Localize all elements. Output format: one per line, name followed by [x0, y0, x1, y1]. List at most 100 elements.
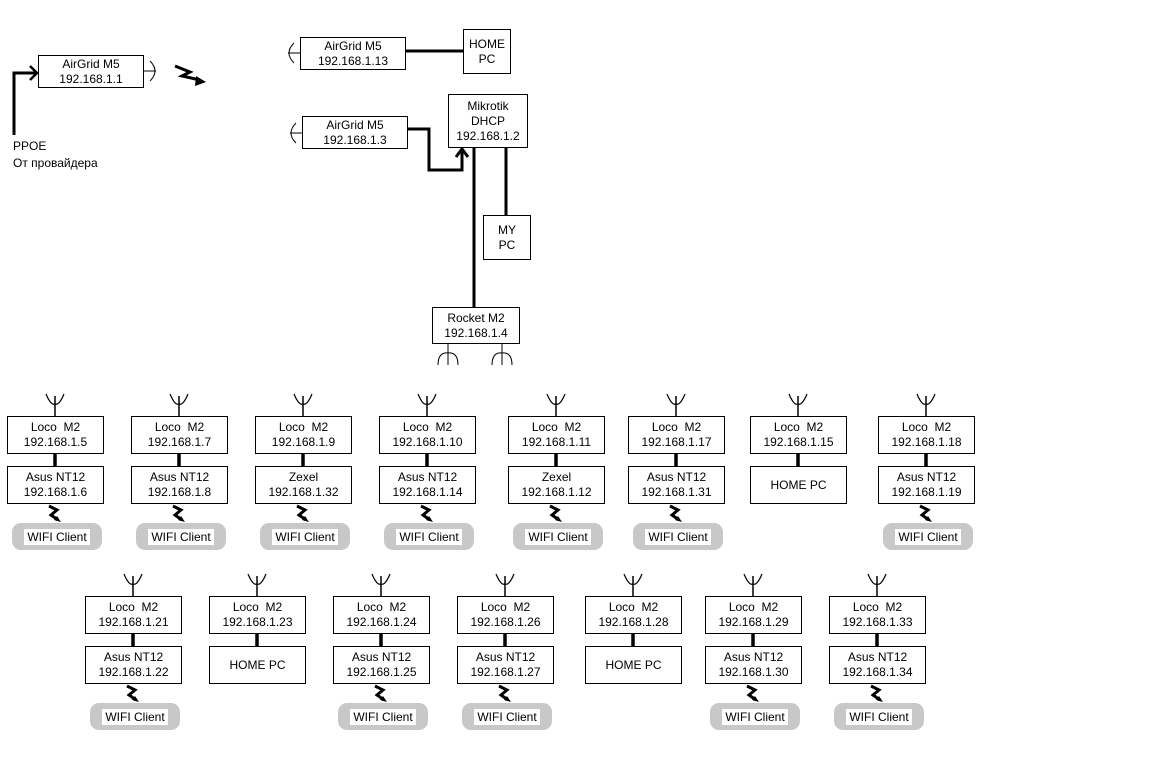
device-label-line: Zexel	[288, 470, 319, 484]
device-label-line: 192.168.1.31	[641, 485, 712, 499]
wifi-client-node[interactable]: WIFI Client	[513, 523, 603, 550]
device-label-line: Zexel	[541, 470, 572, 484]
wireless-link-icon	[420, 504, 432, 522]
home-pc-node[interactable]: HOME PC	[585, 646, 682, 684]
wifi-client-label: WIFI Client	[350, 708, 416, 725]
wifi-client-node[interactable]: WIFI Client	[883, 523, 973, 550]
device-label-line: 192.168.1.26	[470, 615, 541, 629]
device-label-line: Loco M2	[901, 420, 952, 434]
device-label-line: Mikrotik	[467, 98, 509, 113]
wifi-client-node[interactable]: WIFI Client	[710, 703, 800, 730]
wifi-client-node[interactable]: WIFI Client	[136, 523, 226, 550]
home-pc-node[interactable]: HOME PC	[750, 466, 847, 504]
device-label-line: 192.168.1.7	[147, 435, 212, 449]
wifi-client-label: WIFI Client	[102, 708, 168, 725]
device-label-line: 192.168.1.9	[271, 435, 336, 449]
wifi-client-node[interactable]: WIFI Client	[633, 523, 723, 550]
wireless-link-icon	[549, 504, 561, 522]
device-label-line: Loco M2	[480, 600, 531, 614]
wifi-client-node[interactable]: WIFI Client	[260, 523, 350, 550]
device-label-line: Loco M2	[773, 420, 824, 434]
wireless-link-icon	[302, 516, 309, 522]
device-label-line: 192.168.1.21	[98, 615, 169, 629]
wireless-link-icon	[374, 684, 386, 702]
antenna-icon	[417, 393, 437, 405]
wireless-link-icon	[178, 516, 185, 522]
device-label-line: 192.168.1.29	[718, 615, 789, 629]
wifi-client-node[interactable]: WIFI Client	[834, 703, 924, 730]
connection-line	[408, 127, 464, 172]
wireless-link-icon	[48, 504, 60, 522]
wifi-client-label: WIFI Client	[148, 528, 214, 545]
wifi-client-node[interactable]: WIFI Client	[338, 703, 428, 730]
home-pc-node[interactable]: HOME PC	[209, 646, 306, 684]
device-label-line: AirGrid M5	[62, 56, 120, 71]
wifi-client-label: WIFI Client	[272, 528, 338, 545]
wifi-client-node[interactable]: WIFI Client	[384, 523, 474, 550]
wifi-client-node[interactable]: WIFI Client	[12, 523, 102, 550]
antenna-icon	[623, 573, 643, 585]
device-label-line: 192.168.1.3	[323, 132, 387, 147]
antenna-icon	[666, 393, 686, 405]
device-label-line: Loco M2	[651, 420, 702, 434]
wireless-link-icon	[54, 516, 61, 522]
device-label-line: DHCP	[470, 113, 505, 128]
device-label-line: 192.168.1.23	[222, 615, 293, 629]
wifi-client-node[interactable]: WIFI Client	[462, 703, 552, 730]
device-label-line: 192.168.1.4	[444, 325, 508, 340]
arrow-icon	[29, 65, 39, 81]
device-label-line: AirGrid M5	[324, 38, 382, 53]
device-label-line: Loco M2	[154, 420, 205, 434]
device-label-line: HOME	[469, 36, 505, 51]
wifi-client-node[interactable]: WIFI Client	[90, 703, 180, 730]
wireless-link-icon	[876, 696, 883, 702]
wifi-client-label: WIFI Client	[396, 528, 462, 545]
device-label-line: MY	[498, 222, 516, 237]
device-label-line: PC	[498, 237, 516, 252]
wireless-link-icon	[746, 684, 758, 702]
antenna-icon	[247, 573, 267, 585]
device-label-line: 192.168.1.32	[268, 485, 339, 499]
antenna-icon	[123, 573, 143, 585]
device-label-line: Loco M2	[728, 600, 779, 614]
device-label-line: Loco M2	[852, 600, 903, 614]
device-label-line: Asus NT12	[149, 470, 210, 484]
antenna-icon	[491, 352, 513, 366]
device-label-line: 192.168.1.10	[392, 435, 463, 449]
ppoe-label: PPOE	[13, 139, 47, 153]
